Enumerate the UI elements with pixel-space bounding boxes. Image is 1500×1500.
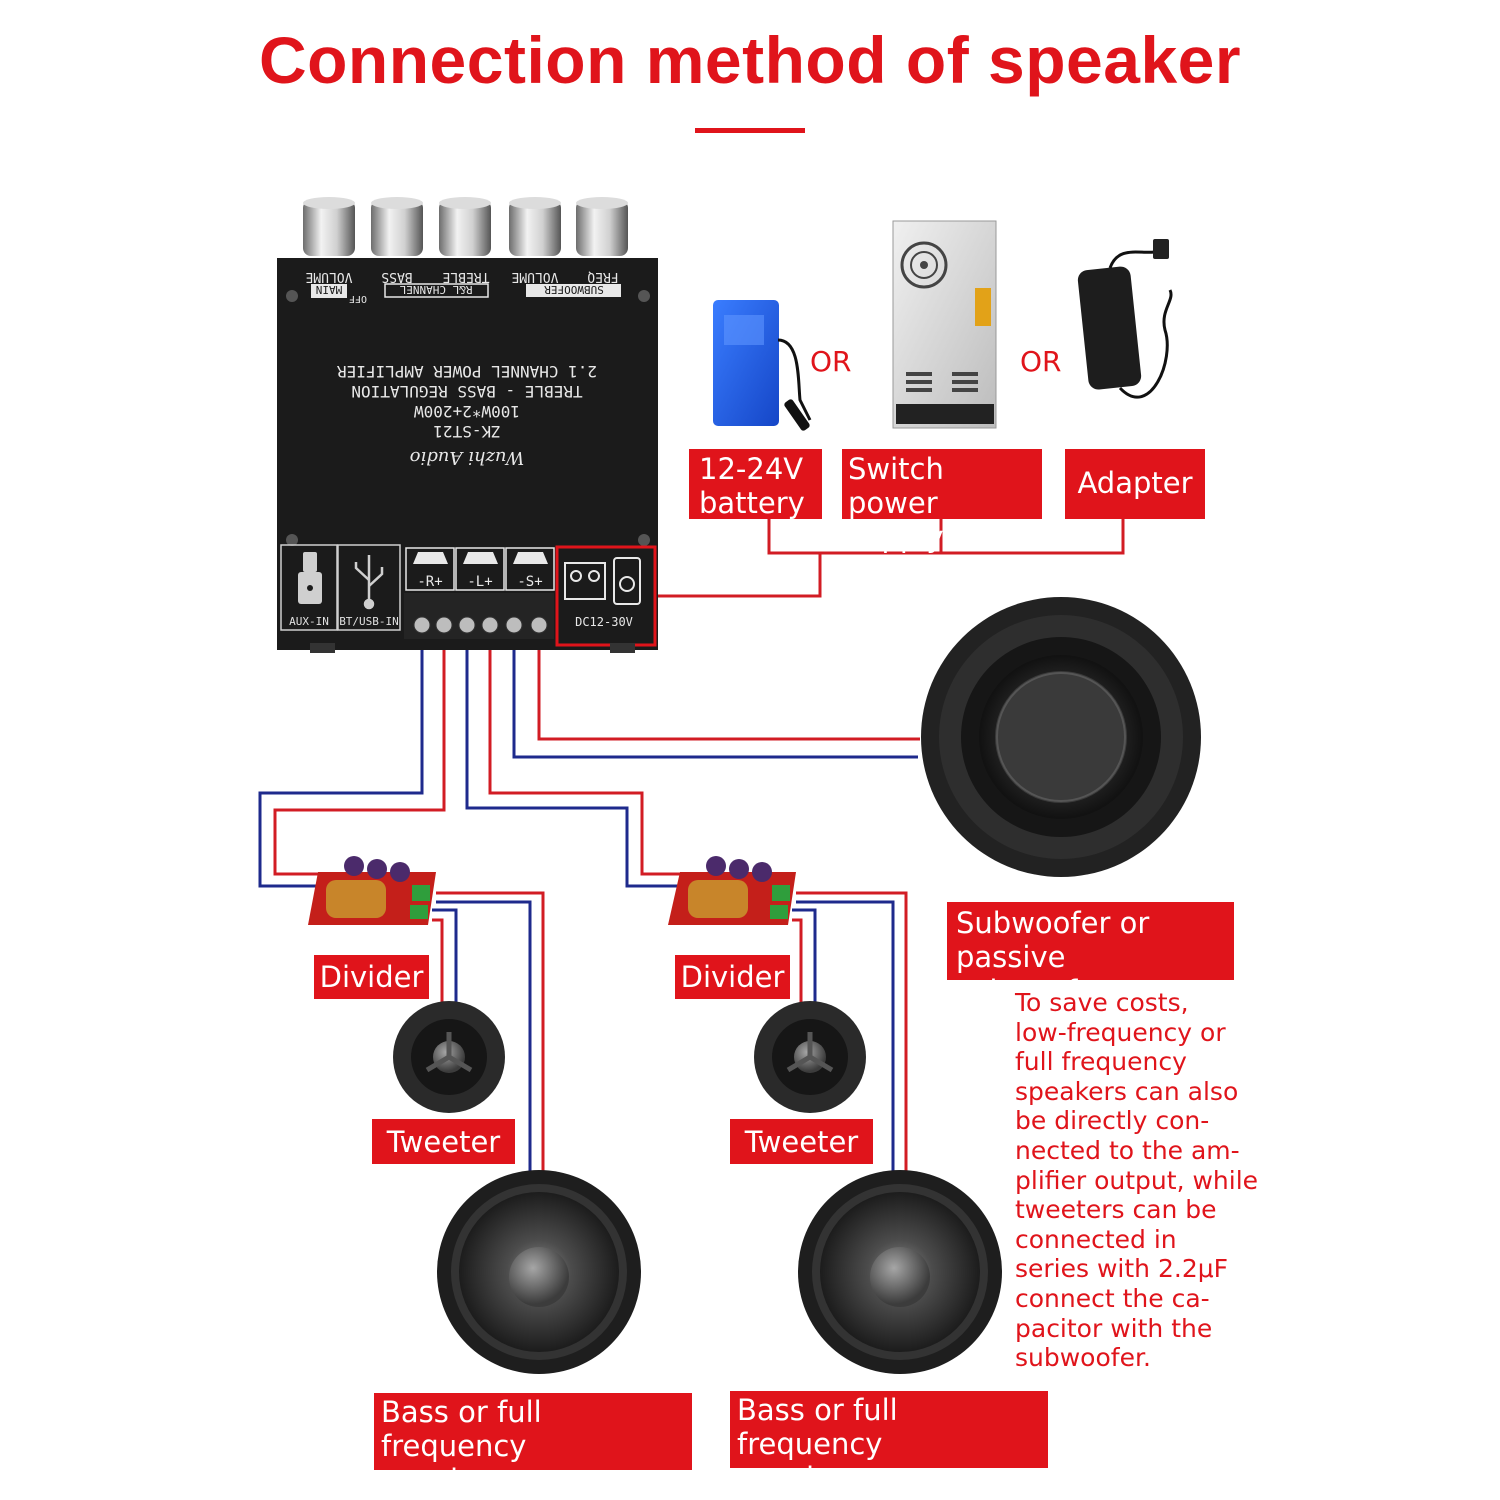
port-label-aux: AUX-IN <box>289 615 329 628</box>
sub-wire-blue <box>512 625 918 759</box>
board-title-line: 100W*2+200W <box>414 402 520 421</box>
board-section-rl: R&L CHANNEL <box>399 283 472 296</box>
or-label: OR <box>1020 345 1062 378</box>
board-off-label: OFF <box>349 293 367 304</box>
bass-speaker-right-image <box>798 1170 1002 1374</box>
right-wire-red <box>488 625 680 876</box>
tweeter-right-label: Tweeter <box>730 1119 873 1164</box>
left-wire-red <box>273 625 446 876</box>
board-title-line: 2.1 CHANNEL POWER AMPLIFIER <box>337 362 597 381</box>
tweeter-left-label: Tweeter <box>372 1119 515 1164</box>
right-wire-blue <box>465 625 680 888</box>
left-wire-blue <box>258 625 424 888</box>
dc-terminal-icon <box>564 557 641 605</box>
power-wire <box>767 519 1125 555</box>
terminal-label-l: -L+ <box>467 574 492 590</box>
battery-image <box>713 300 812 431</box>
sub-wire-red <box>537 625 920 741</box>
usb-icon <box>354 555 384 610</box>
tweeter-right-image <box>754 1001 866 1113</box>
title-underline <box>695 128 805 133</box>
switch-power-supply-image <box>892 220 997 429</box>
board-model: ZK-ST21 <box>433 422 500 441</box>
board-knob-label: FREQ <box>587 269 618 284</box>
knob-freq[interactable] <box>576 197 628 256</box>
divider-left-image <box>308 856 436 925</box>
knob-bass[interactable] <box>371 197 423 256</box>
board-section-sub: SUBWOOFER <box>544 283 604 296</box>
or-label: OR <box>810 345 852 378</box>
speaker-symbol-icon <box>413 552 548 564</box>
adapter-label: Adapter <box>1065 449 1205 519</box>
board-section-main: MAIN <box>316 283 343 296</box>
page-title: Connection method of speaker <box>258 23 1242 97</box>
board-brand: Wuzhi Audio <box>410 447 525 468</box>
board-knob-label: VOLUME <box>306 269 353 284</box>
knob-sub-volume[interactable] <box>509 197 561 256</box>
amplifier-board: VOLUME BASS TREBLE VOLUME FREQ MAIN R&L … <box>277 197 658 653</box>
board-knob-label: BASS <box>381 269 412 284</box>
port-label-dc: DC12-30V <box>575 615 633 629</box>
board-title-line: TREBLE - BASS REGULATION <box>351 382 582 401</box>
board-knob-label: VOLUME <box>512 269 559 284</box>
knob-main-volume[interactable] <box>303 197 355 256</box>
divider-right-image <box>668 856 796 925</box>
divider-right-label: Divider <box>675 955 790 999</box>
knob-treble[interactable] <box>439 197 491 256</box>
wires <box>258 519 1125 1172</box>
terminal-screws[interactable] <box>413 616 548 634</box>
board-knob-label: TREBLE <box>443 269 490 284</box>
subwoofer-image <box>921 597 1201 877</box>
terminal-label-s: -S+ <box>517 574 542 590</box>
terminal-label-r: -R+ <box>417 574 442 590</box>
tweeter-left-image <box>393 1001 505 1113</box>
port-label-bt-usb: BT/USB-IN <box>339 615 399 628</box>
divider-left-label: Divider <box>314 955 429 999</box>
adapter-image <box>1077 239 1173 399</box>
bass-speaker-left-image <box>437 1170 641 1374</box>
aux-jack-icon <box>298 552 322 604</box>
